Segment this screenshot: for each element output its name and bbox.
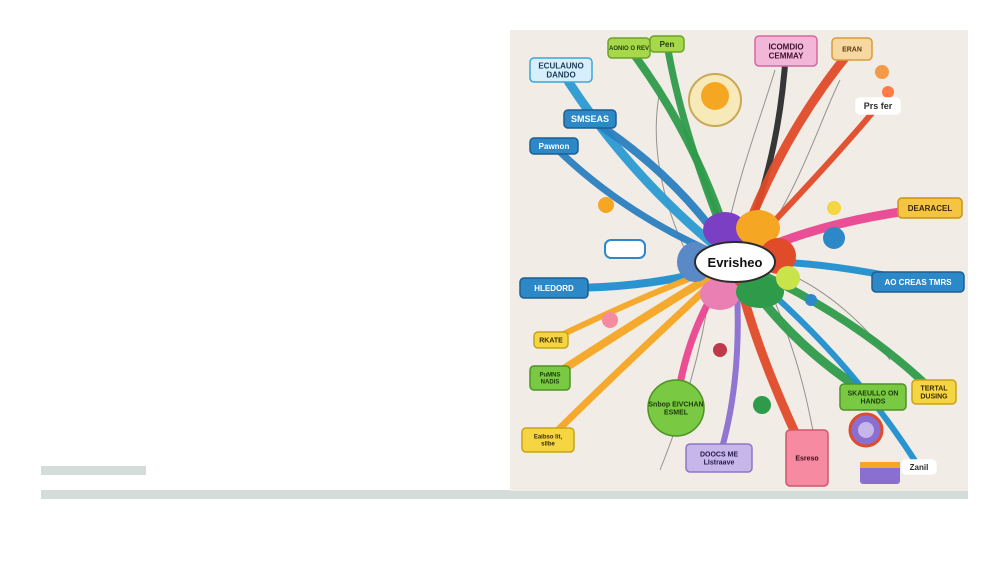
node-n5: ERAN [831, 37, 873, 61]
node-box-n1 [529, 57, 593, 83]
node-label-n20: Zanil [910, 463, 929, 472]
central-brain: Evrisheo [677, 210, 800, 310]
node-label-n9: DEARACEL [908, 204, 953, 213]
center-label: Evrisheo [708, 255, 763, 270]
node-n6: SMSEAS [563, 109, 617, 129]
node-n11: AO CREAS TMRS [871, 271, 965, 293]
node-label-n11: AO CREAS TMRS [884, 278, 952, 287]
node-label-n12: RKATE [539, 337, 563, 344]
node-label-n19: Eaibso lit,sllbe [534, 435, 563, 448]
node-box-n3 [649, 35, 685, 53]
node-box-n14 [911, 379, 957, 405]
node-n12: RKATE [533, 331, 569, 349]
node-n2: AONIO O REV [607, 37, 651, 59]
node-box-n16 [685, 443, 753, 473]
decorations [598, 65, 900, 484]
node-box-n15 [647, 379, 705, 437]
node-label-n3: Pen [660, 40, 675, 49]
node-box-n18 [529, 365, 571, 391]
node-box-n7 [529, 137, 579, 155]
node-label-n5: ERAN [842, 46, 862, 53]
node-box-n11 [871, 271, 965, 293]
node-label-n6: SMSEAS [571, 114, 609, 124]
node-box-n5 [831, 37, 873, 61]
node-box-n8 [855, 97, 901, 115]
node-box-n10 [519, 277, 589, 299]
node-n8: Prs fer [855, 97, 901, 115]
text-placeholder-short [41, 466, 146, 475]
node-label-n17: Esreso [795, 455, 818, 462]
text-placeholder-long [41, 490, 968, 499]
node-n19: Eaibso lit,sllbe [521, 427, 575, 453]
node-n9: DEARACEL [897, 197, 963, 219]
node-box-n12 [533, 331, 569, 349]
node-label-n2: AONIO O REV [609, 46, 649, 52]
node-n10: HLEDORD [519, 277, 589, 299]
node-n3: Pen [649, 35, 685, 53]
node-box-n6 [563, 109, 617, 129]
node-box-n13 [839, 383, 907, 411]
node-n7: Pawnon [529, 137, 579, 155]
node-box-n19 [521, 427, 575, 453]
node-n17: Esreso [785, 429, 829, 487]
node-box-n20 [901, 459, 937, 475]
node-label-n8: Prs fer [864, 101, 893, 111]
node-label-n7: Pawnon [539, 142, 570, 151]
node-box-n9 [897, 197, 963, 219]
node-label-n10: HLEDORD [534, 284, 574, 293]
node-box-n17 [785, 429, 829, 487]
node-n20: Zanil [901, 459, 937, 475]
node-box-n4 [754, 35, 818, 67]
